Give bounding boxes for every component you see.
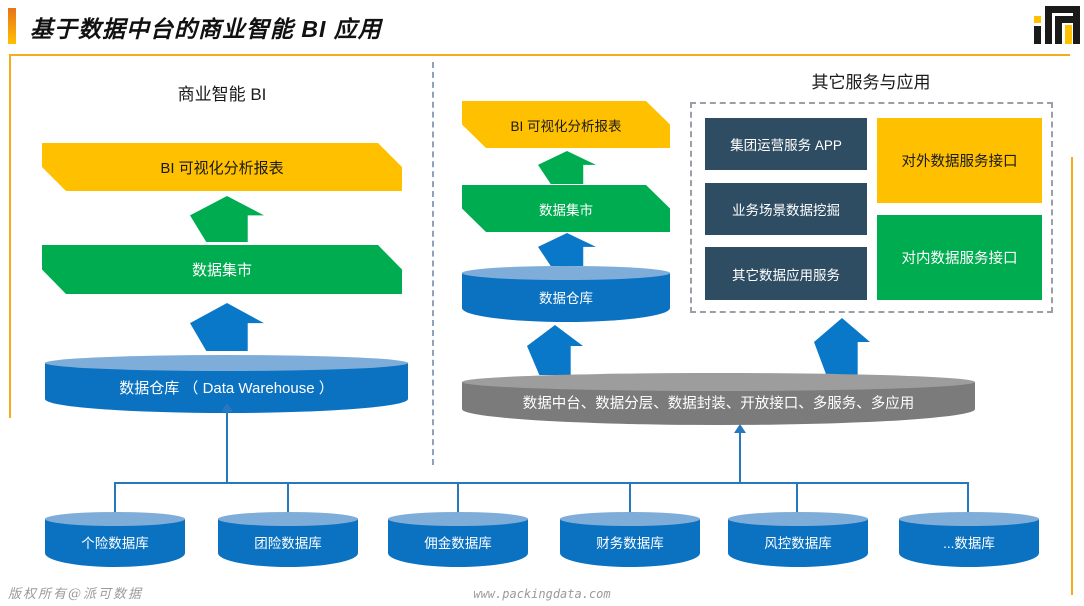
data-platform-label: 数据中台、数据分层、数据封装、开放接口、多服务、多应用 (522, 396, 915, 412)
frame-line-top (9, 54, 1070, 56)
database-label: 个险数据库 (81, 536, 149, 551)
mid-warehouse-cylinder: 数据仓库 (462, 266, 670, 322)
mid-warehouse-label: 数据仓库 (539, 290, 593, 306)
database-cylinder: 个险数据库 (45, 512, 185, 567)
connector-line (739, 432, 741, 483)
database-label: 财务数据库 (596, 536, 664, 551)
database-cylinder: 佣金数据库 (388, 512, 528, 567)
bi-mart-banner: 数据集市 (42, 245, 402, 294)
database-label: 风控数据库 (764, 536, 832, 551)
data-platform-cylinder: 数据中台、数据分层、数据封装、开放接口、多服务、多应用 (462, 373, 975, 425)
internal-api-box: 对内数据服务接口 (877, 215, 1042, 300)
database-label: 佣金数据库 (424, 536, 492, 551)
service-mining-box: 业务场景数据挖掘 (705, 183, 867, 235)
service-app-box: 集团运营服务 APP (705, 118, 867, 170)
page-title: 基于数据中台的商业智能 BI 应用 (30, 16, 382, 42)
connector-line (629, 482, 631, 513)
service-other-box: 其它数据应用服务 (705, 247, 867, 300)
database-cylinder: ...数据库 (899, 512, 1039, 567)
mid-report-banner: BI 可视化分析报表 (462, 101, 670, 148)
connector-line (967, 482, 969, 513)
up-arrow-icon (538, 233, 596, 266)
database-label: 团险数据库 (254, 536, 322, 551)
copyright-watermark: 版权所有@派可数据 (8, 587, 144, 602)
database-cylinder: 财务数据库 (560, 512, 700, 567)
database-cylinder: 团险数据库 (218, 512, 358, 567)
up-arrow-icon (527, 325, 583, 375)
services-section-title: 其它服务与应用 (811, 73, 931, 92)
title-accent-bar (8, 8, 16, 44)
external-api-box: 对外数据服务接口 (877, 118, 1042, 203)
services-dashed-box (690, 102, 1053, 313)
warehouse-label: 数据仓库 （ Data Warehouse ） (119, 379, 334, 397)
paike-data-logo-icon (1034, 6, 1080, 48)
bi-section-title: 商业智能 BI (177, 85, 267, 104)
frame-line-left (9, 54, 11, 418)
frame-line-right (1071, 157, 1073, 595)
connector-line (796, 482, 798, 513)
connector-line (226, 411, 228, 483)
arrowhead-up-icon (734, 424, 746, 433)
database-label: ...数据库 (943, 536, 995, 551)
bus-line (114, 482, 969, 484)
up-arrow-icon (814, 318, 870, 375)
connector-line (457, 482, 459, 513)
warehouse-cylinder: 数据仓库 （ Data Warehouse ） (45, 355, 408, 413)
bi-report-banner: BI 可视化分析报表 (42, 143, 402, 191)
up-arrow-icon (538, 151, 596, 184)
up-arrow-icon (190, 196, 264, 242)
database-cylinder: 风控数据库 (728, 512, 868, 567)
section-divider-dashed (432, 62, 434, 465)
website-watermark: www.packingdata.com (473, 587, 611, 601)
up-arrow-icon (190, 303, 264, 351)
connector-line (287, 482, 289, 513)
mid-mart-banner: 数据集市 (462, 185, 670, 232)
arrowhead-up-icon (221, 403, 233, 412)
connector-line (114, 482, 116, 513)
